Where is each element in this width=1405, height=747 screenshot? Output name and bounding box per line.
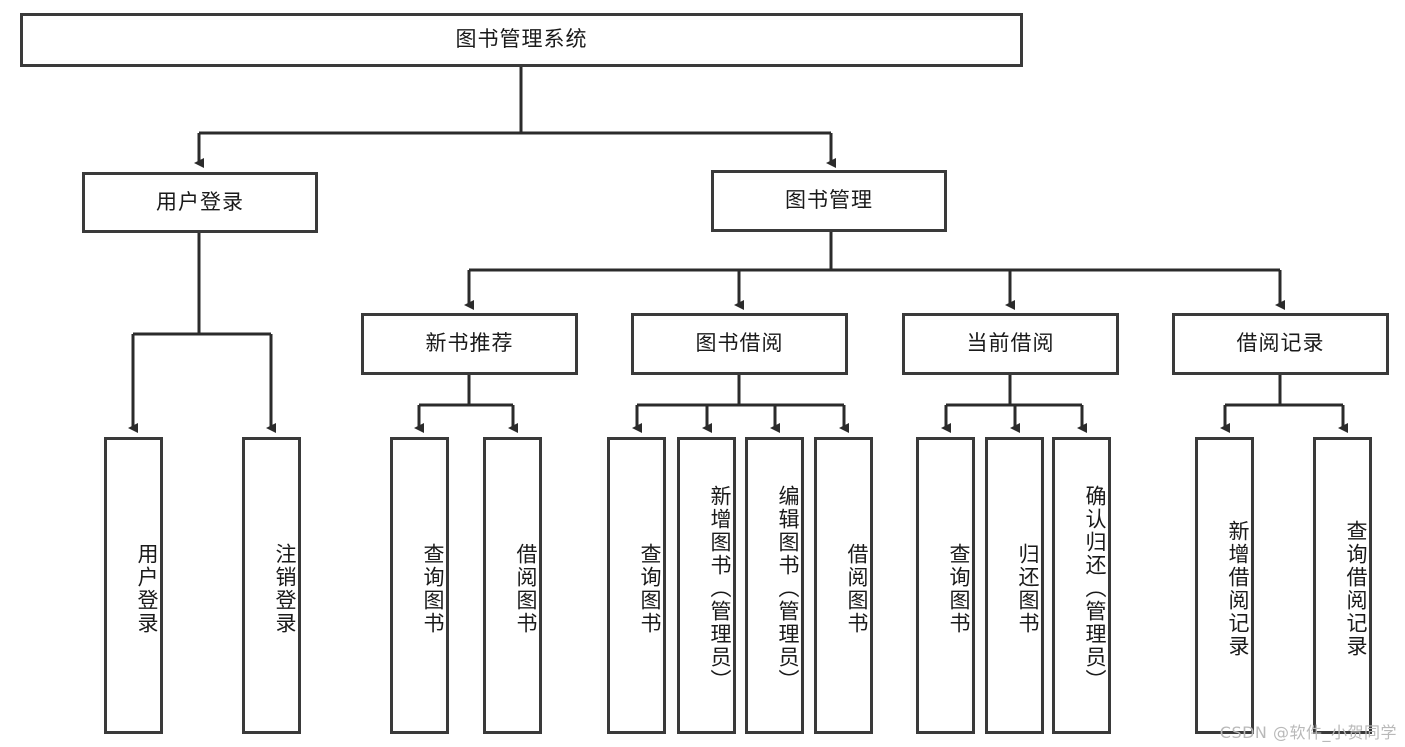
node-label: 当前借阅 (966, 331, 1055, 356)
leaf-add-borrow-record[interactable]: 新增借阅记录 (1195, 437, 1254, 734)
node-label: 新书推荐 (425, 331, 514, 356)
leaf-query-book-recommend[interactable]: 查询图书 (390, 437, 449, 734)
node-label: 图书管理系统 (455, 27, 588, 52)
node-label: 注销登录 (273, 542, 297, 635)
leaf-edit-book[interactable]: 编辑图书（管理员） (745, 437, 804, 734)
leaf-borrow-book[interactable]: 借阅图书 (814, 437, 873, 734)
node-label: 借阅记录 (1236, 331, 1325, 356)
node-label: 编辑图书（管理员） (776, 485, 800, 692)
node-book-management-system[interactable]: 图书管理系统 (20, 13, 1023, 67)
node-user-login[interactable]: 用户登录 (82, 172, 318, 233)
node-book-borrow[interactable]: 图书借阅 (631, 313, 848, 375)
node-label: 借阅图书 (514, 542, 538, 635)
node-label: 借阅图书 (845, 542, 869, 635)
node-label: 图书借阅 (695, 331, 784, 356)
node-borrow-record[interactable]: 借阅记录 (1172, 313, 1389, 375)
node-label: 确认归还（管理员） (1083, 485, 1107, 692)
node-label: 归还图书 (1016, 542, 1040, 635)
node-label: 查询图书 (947, 542, 971, 635)
leaf-user-login[interactable]: 用户登录 (104, 437, 163, 734)
node-label: 图书管理 (785, 188, 873, 213)
leaf-confirm-return[interactable]: 确认归还（管理员） (1052, 437, 1111, 734)
node-label: 查询图书 (638, 542, 662, 635)
leaf-borrow-book-recommend[interactable]: 借阅图书 (483, 437, 542, 734)
node-label: 查询图书 (421, 542, 445, 635)
node-book-management[interactable]: 图书管理 (711, 170, 947, 232)
leaf-query-book-current[interactable]: 查询图书 (916, 437, 975, 734)
node-current-borrow[interactable]: 当前借阅 (902, 313, 1119, 375)
node-label: 用户登录 (135, 542, 159, 635)
node-label: 新增图书（管理员） (708, 485, 732, 692)
node-label: 用户登录 (156, 189, 244, 214)
leaf-query-book-borrow[interactable]: 查询图书 (607, 437, 666, 734)
leaf-logout-login[interactable]: 注销登录 (242, 437, 301, 734)
leaf-return-book[interactable]: 归还图书 (985, 437, 1044, 734)
leaf-query-borrow-record[interactable]: 查询借阅记录 (1313, 437, 1372, 734)
node-label: 查询借阅记录 (1344, 519, 1368, 658)
node-new-book-recommend[interactable]: 新书推荐 (361, 313, 578, 375)
node-label: 新增借阅记录 (1226, 519, 1250, 658)
leaf-add-book[interactable]: 新增图书（管理员） (677, 437, 736, 734)
csdn-watermark: CSDN @软件_小贺同学 (1219, 723, 1397, 742)
